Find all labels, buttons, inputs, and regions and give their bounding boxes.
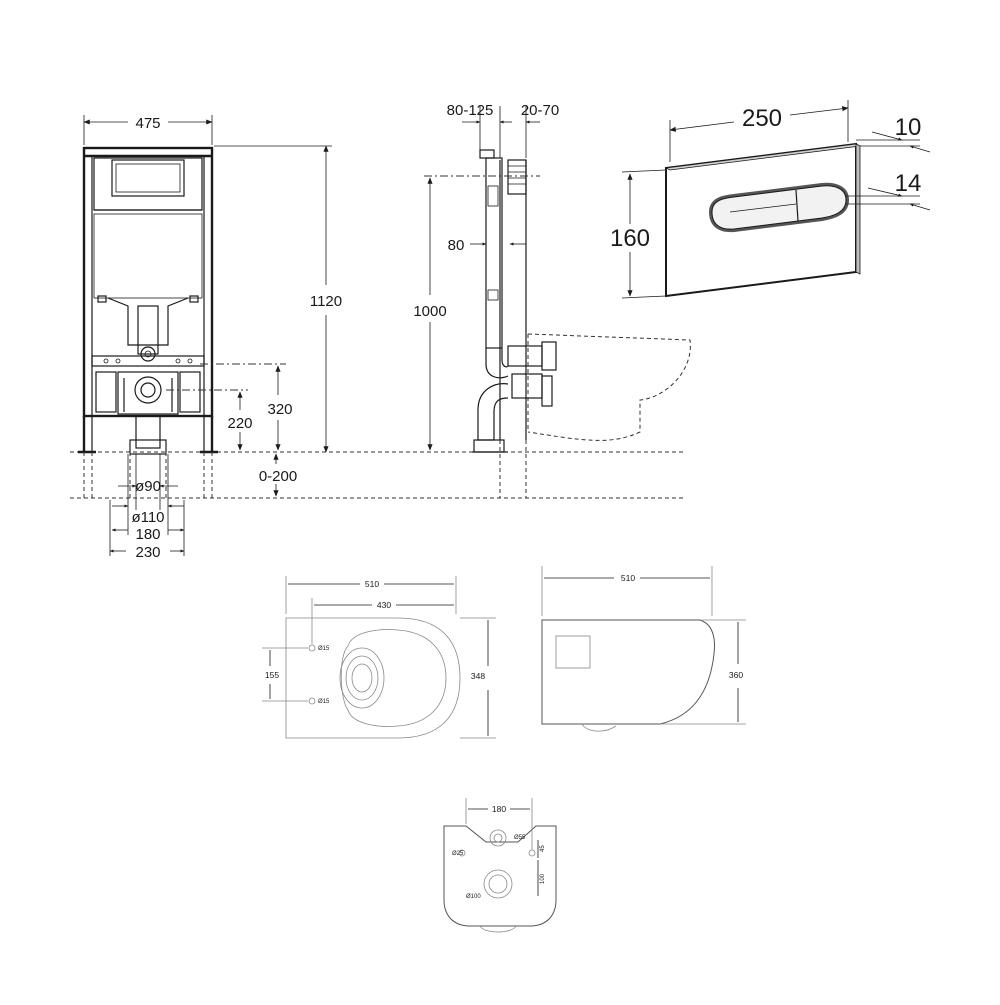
cistern-funnel	[107, 297, 189, 346]
bowl-back-45-label: 45	[540, 845, 546, 852]
plate-height-label: 160	[610, 225, 650, 252]
drain-pipe	[135, 415, 161, 449]
dim-0-200-label: 0-200	[259, 468, 297, 485]
plate-thick-14-label: 14	[895, 170, 922, 197]
bowl-top-510-label: 510	[365, 579, 379, 589]
outlet-hole	[483, 869, 513, 899]
bolt-hole-bottom	[308, 697, 316, 705]
frame-width-label: 475	[135, 115, 160, 132]
flush-plate: 250 160 10 14	[610, 100, 931, 299]
plate-width-label: 250	[742, 105, 782, 132]
cistern	[93, 157, 203, 211]
bowl-outline-dashed	[527, 333, 691, 441]
dim-d110-label: ø110	[131, 509, 164, 526]
bowl-back-view: Ø55 Ø25 Ø100 180 45 100	[443, 798, 557, 933]
plate-thick-10-label: 10	[895, 114, 922, 141]
bolt-hole-bottom-label: Ø15	[318, 699, 330, 705]
bowl-top-outline	[285, 617, 461, 739]
frame-profile	[485, 157, 503, 349]
water-inlet	[507, 345, 543, 367]
dim-80-label: 80	[448, 237, 465, 254]
dim-180-label: 180	[135, 526, 160, 543]
flush-pipe	[137, 305, 159, 355]
bolt-hole-top-label: Ø15	[318, 646, 330, 652]
bolt-hole-top	[308, 644, 316, 652]
frame-front-view: 475 1120 320 220 0-200 ø90 ø110	[70, 115, 685, 561]
hole-100-label: Ø100	[466, 894, 481, 900]
bowl-top-430-label: 430	[377, 600, 391, 610]
inlet-hole	[489, 829, 507, 847]
fix-hole-left	[458, 849, 466, 857]
dim-220-label: 220	[227, 415, 252, 432]
flush-button-divider	[795, 189, 799, 222]
bowl-side-view: 510 360	[541, 566, 746, 732]
bowl-side-510-label: 510	[621, 573, 635, 583]
dim-230-label: 230	[135, 544, 160, 561]
depth-80-125-label: 80-125	[447, 102, 494, 119]
dim-320-label: 320	[267, 401, 292, 418]
bowl-back-100-label: 100	[540, 873, 546, 884]
dim-d90-label: ø90	[135, 478, 161, 495]
mounting-rail	[91, 355, 205, 367]
bowl-side-outline	[541, 619, 715, 725]
bowl-top-view: Ø15 Ø15 510 430 348 155	[262, 576, 496, 739]
drain-outlet	[134, 376, 162, 404]
hole-55-label: Ø55	[514, 835, 526, 841]
bowl-top-348-label: 348	[471, 671, 485, 681]
fix-hole-right	[528, 849, 536, 857]
bowl-side-360-label: 360	[729, 670, 743, 680]
frame-side-view: 80-125 20-70 80 1000	[413, 102, 691, 498]
dim-1000-label: 1000	[413, 303, 446, 320]
frame-outline	[82, 146, 214, 418]
bowl-back-outline	[443, 825, 557, 927]
hole-25-label: Ø25	[452, 851, 464, 857]
bowl-top-155-label: 155	[265, 670, 279, 680]
frame-height-label: 1120	[310, 293, 342, 310]
depth-20-70-label: 20-70	[521, 102, 559, 119]
bowl-back-180-label: 180	[492, 804, 506, 814]
